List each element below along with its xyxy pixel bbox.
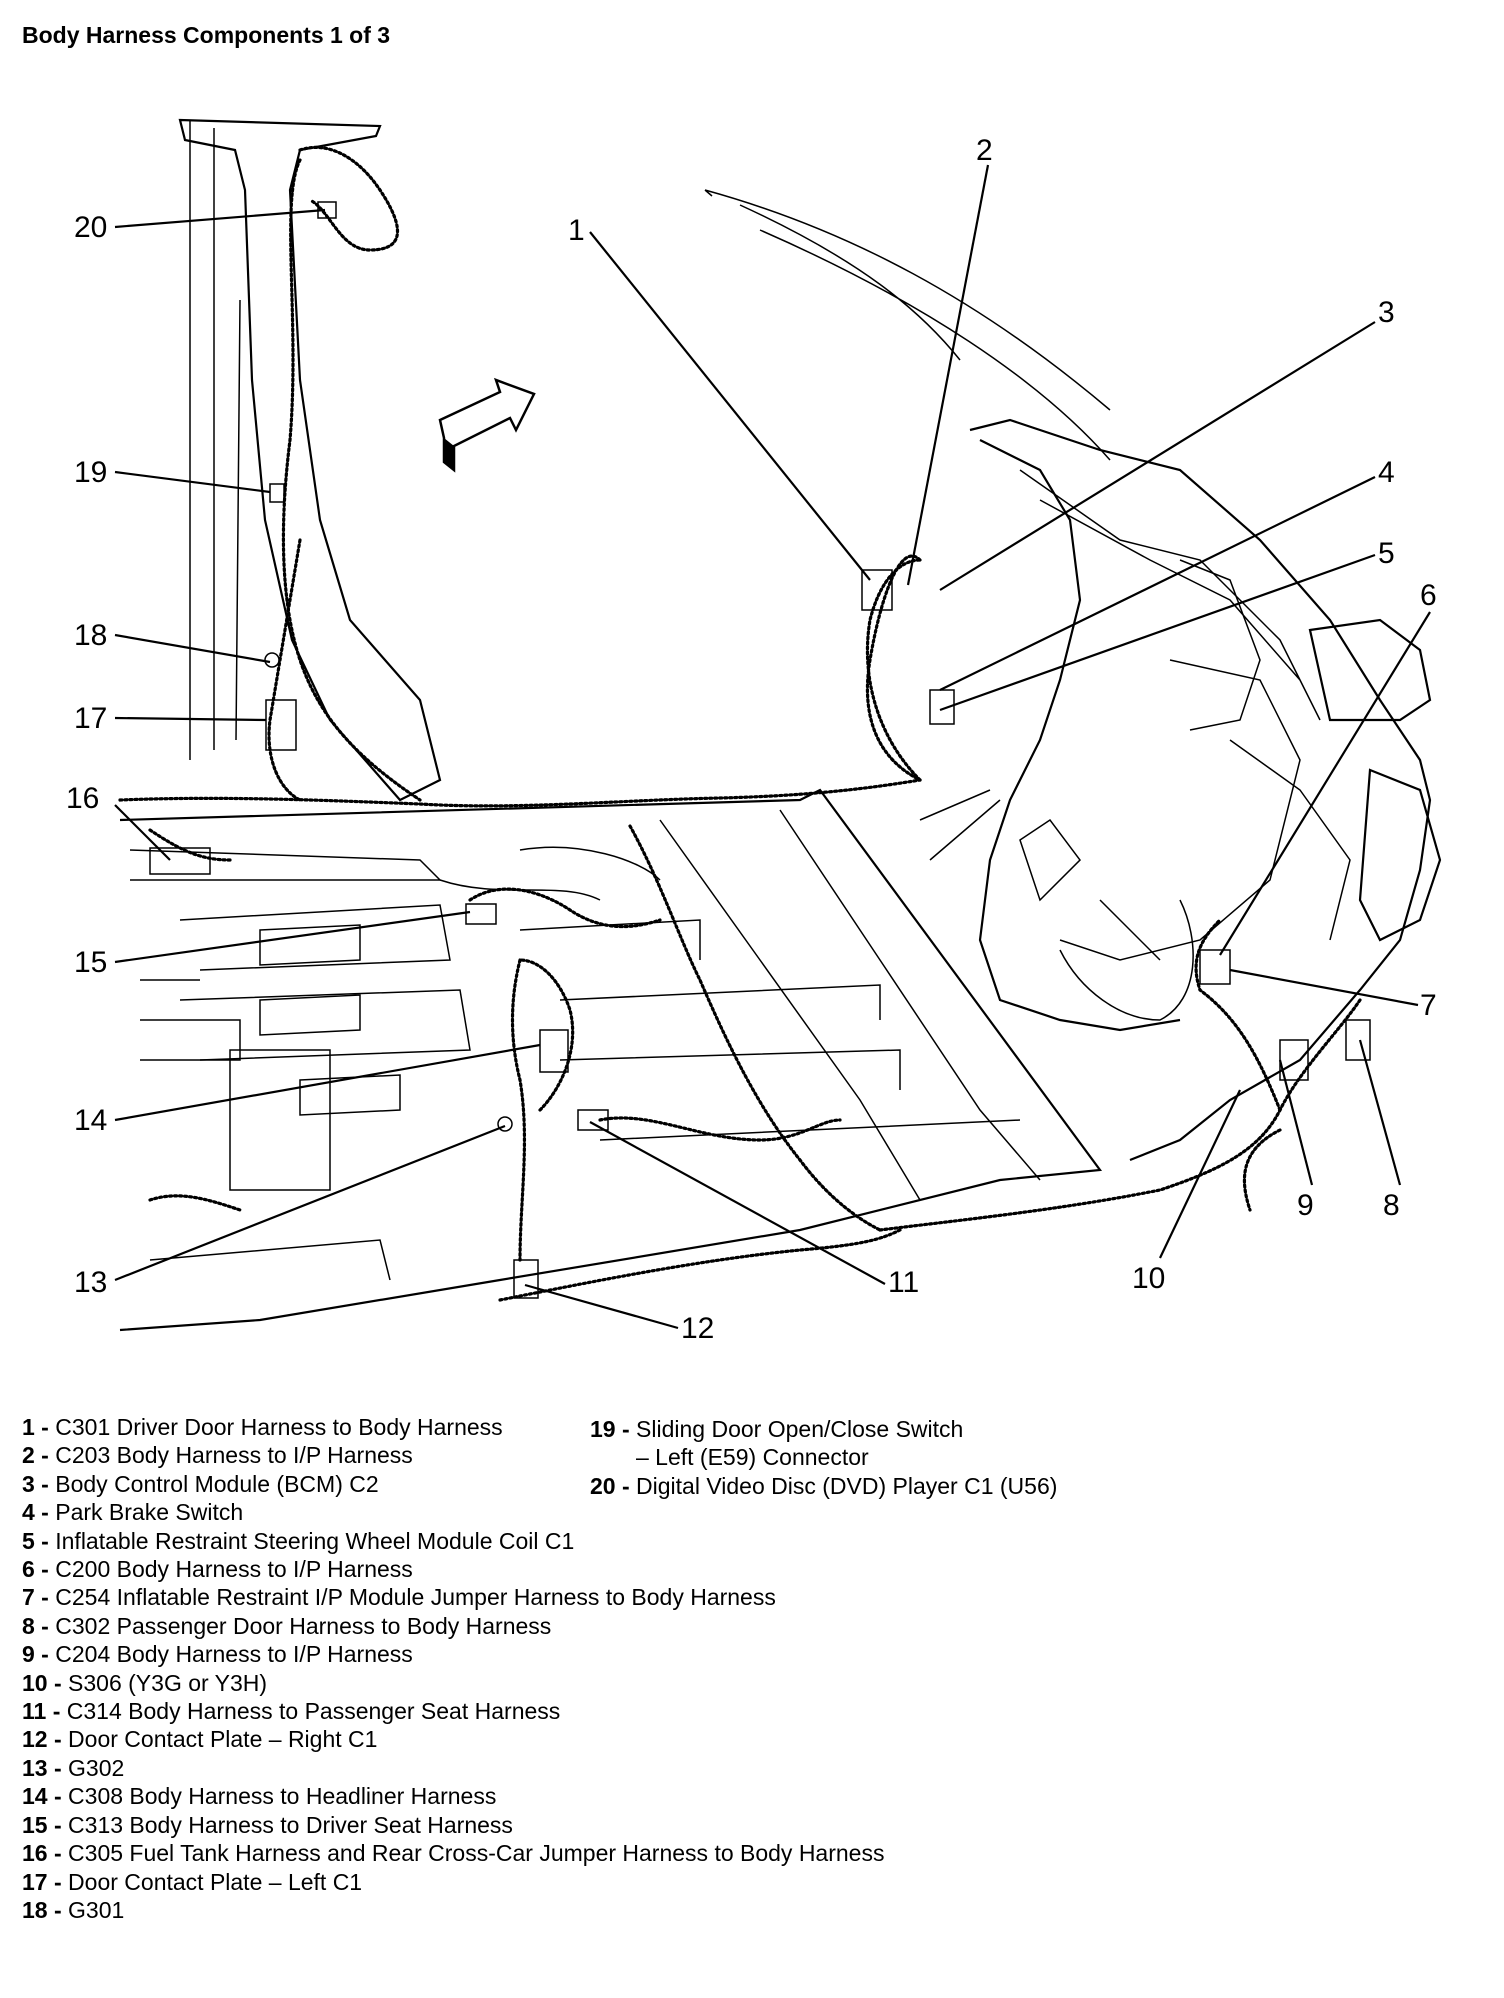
legend-item-17: 17 - Door Contact Plate – Left C1 <box>22 1868 363 1895</box>
legend-item-7: 7 - C254 Inflatable Restraint I/P Module… <box>22 1584 776 1611</box>
legend-item-3: 3 - Body Control Module (BCM) C2 <box>22 1470 379 1497</box>
callout-14: 14 <box>74 1104 107 1137</box>
callout-16: 16 <box>66 782 99 815</box>
legend-item-10: 10 - S306 (Y3G or Y3H) <box>22 1669 268 1696</box>
body-harness <box>118 554 1362 1302</box>
callout-5: 5 <box>1378 537 1395 570</box>
callout-15: 15 <box>74 946 107 979</box>
legend-right: 19 - Sliding Door Open/Close Switch – Le… <box>590 1415 1057 1500</box>
connector-door-plate-right <box>513 1259 539 1299</box>
floor-pan <box>119 788 1103 1332</box>
callout-7: 7 <box>1420 989 1437 1022</box>
callout-17: 17 <box>74 702 107 735</box>
legend-item-12: 12 - Door Contact Plate – Right C1 <box>22 1726 378 1753</box>
legend-item-4: 4 - Park Brake Switch <box>22 1499 244 1526</box>
connector-c314 <box>577 1109 609 1131</box>
connector-c308 <box>539 1029 569 1073</box>
callout-3: 3 <box>1378 296 1395 329</box>
leader-lines <box>114 164 1431 1330</box>
legend-item-1: 1 - C301 Driver Door Harness to Body Har… <box>22 1414 503 1440</box>
legend-item-15: 15 - C313 Body Harness to Driver Seat Ha… <box>22 1811 513 1838</box>
legend-item-20: 20 - Digital Video Disc (DVD) Player C1 … <box>590 1472 1058 1499</box>
callout-9: 9 <box>1297 1189 1314 1222</box>
callout-1: 1 <box>568 214 585 247</box>
instrument-panel <box>919 418 1442 1162</box>
legend-item-16: 16 - C305 Fuel Tank Harness and Rear Cro… <box>22 1840 885 1867</box>
callout-4: 4 <box>1378 456 1395 489</box>
callout-13: 13 <box>74 1266 107 1299</box>
connector-c200 <box>1199 949 1231 985</box>
legend-item-9: 9 - C204 Body Harness to I/P Harness <box>22 1641 413 1668</box>
callout-2: 2 <box>976 134 993 167</box>
ground-g302 <box>497 1116 513 1132</box>
callout-8: 8 <box>1383 1189 1400 1222</box>
connectors <box>149 569 1371 1299</box>
callout-18: 18 <box>74 619 107 652</box>
callout-20: 20 <box>74 211 107 244</box>
connector-c313 <box>465 903 497 925</box>
pillar <box>178 118 442 802</box>
legend-left: 1 - C301 Driver Door Harness to Body Har… <box>22 1413 884 1924</box>
legend-item-19: 19 - Sliding Door Open/Close Switch <box>590 1416 964 1442</box>
page-title: Body Harness Components 1 of 3 <box>22 22 391 48</box>
connector-c302 <box>1345 1019 1371 1061</box>
connector-c301 <box>861 569 893 611</box>
legend-item-5: 5 - Inflatable Restraint Steering Wheel … <box>22 1527 575 1554</box>
callout-6: 6 <box>1420 579 1437 612</box>
callout-12: 12 <box>681 1312 714 1345</box>
legend-item-14: 14 - C308 Body Harness to Headliner Harn… <box>22 1783 497 1810</box>
callout-11: 11 <box>888 1266 919 1299</box>
legend-item-6: 6 - C200 Body Harness to I/P Harness <box>22 1556 413 1583</box>
callout-numbers: 1 2 3 4 5 6 7 8 9 10 11 12 13 14 15 16 1… <box>66 134 1437 1345</box>
legend-item-8: 8 - C302 Passenger Door Harness to Body … <box>22 1612 552 1639</box>
legend-item-2: 2 - C203 Body Harness to I/P Harness <box>22 1442 413 1469</box>
harness-diagram: 1 2 3 4 5 6 7 8 9 10 11 12 13 14 15 16 1… <box>66 118 1442 1345</box>
legend-item-11: 11 - C314 Body Harness to Passenger Seat… <box>22 1698 561 1725</box>
callout-10: 10 <box>1132 1262 1165 1295</box>
legend-item-19-cont: – Left (E59) Connector <box>636 1444 869 1471</box>
callout-19: 19 <box>74 456 107 489</box>
legend-item-13: 13 - G302 <box>22 1754 125 1781</box>
windshield <box>704 189 1111 461</box>
connector-c305 <box>149 847 211 875</box>
forward-arrow-icon <box>438 377 536 473</box>
legend-item-18: 18 - G301 <box>22 1896 125 1923</box>
